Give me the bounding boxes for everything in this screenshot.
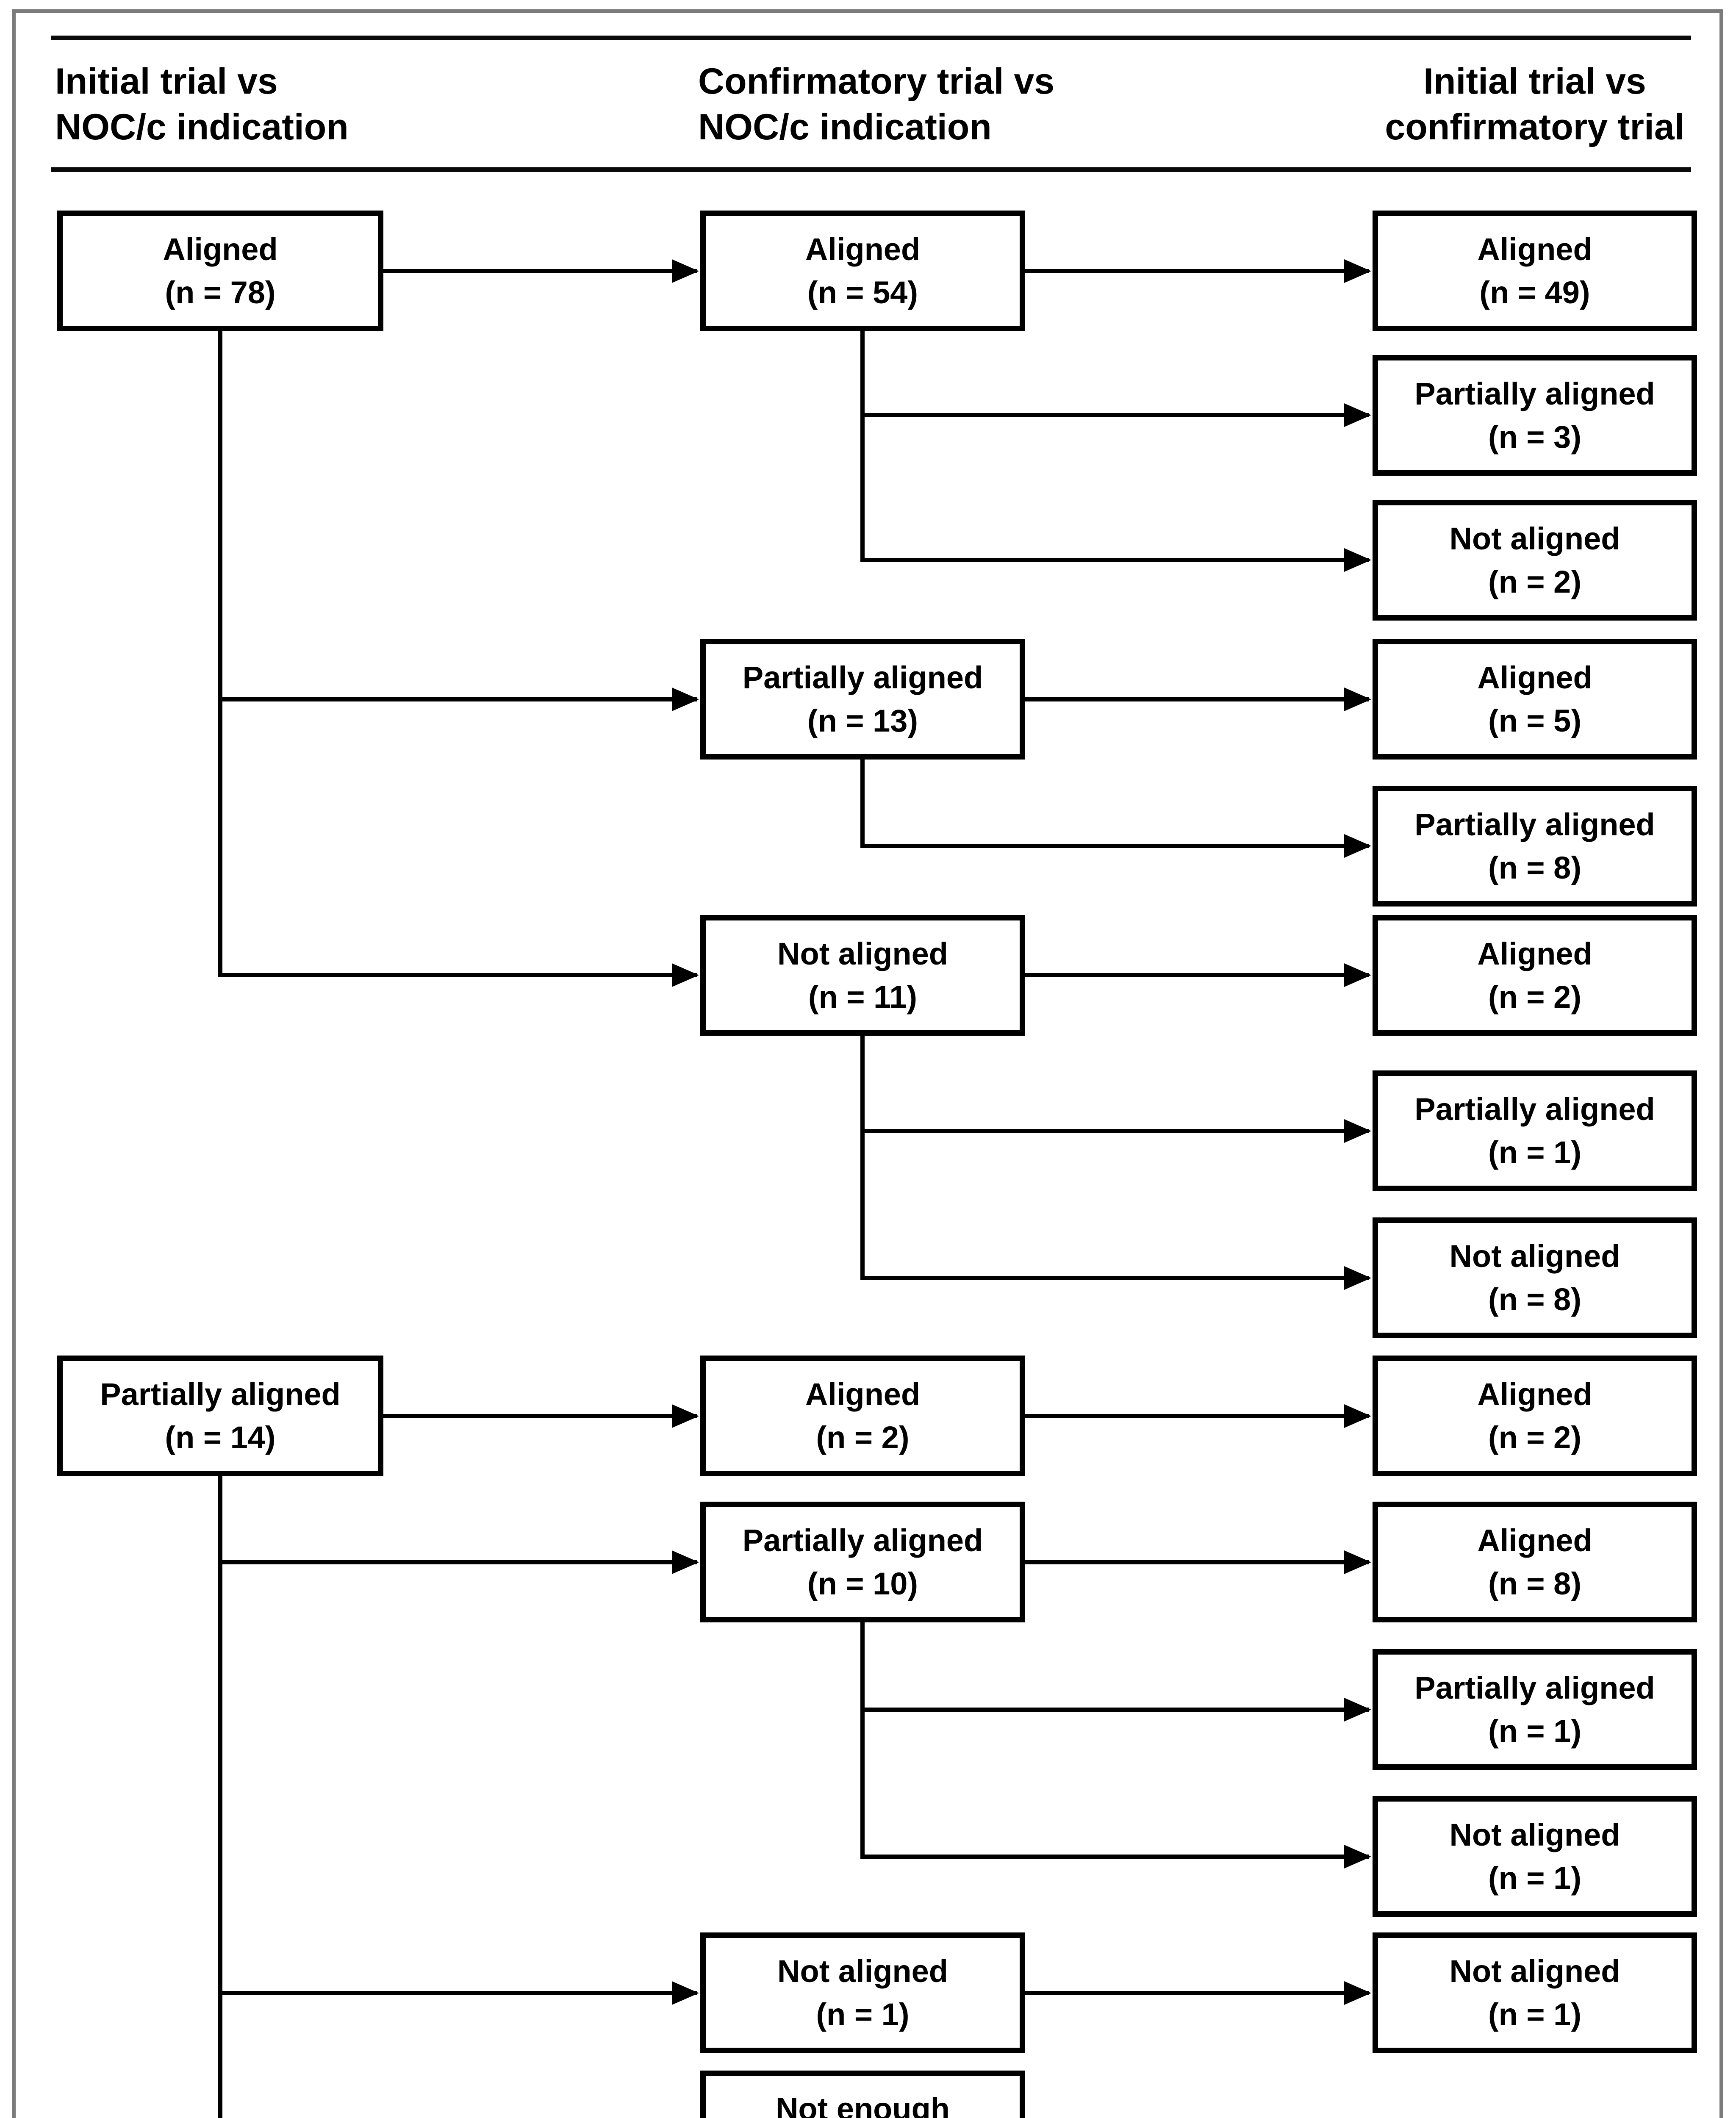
- node-count: (n = 14): [165, 1419, 276, 1455]
- node-label: Aligned: [1477, 1522, 1592, 1558]
- node-count: (n = 1): [1488, 1860, 1581, 1896]
- node-label: Aligned: [163, 231, 278, 267]
- node-compare-partially-aligned-3: Partially aligned (n = 3): [1373, 355, 1697, 476]
- node-count: (n = 78): [165, 274, 276, 310]
- column-header-initial-vs-noc: Initial trial vs NOC/c indication: [55, 58, 349, 150]
- node-confirmatory-aligned-54: Aligned (n = 54): [700, 211, 1025, 331]
- node-label: Not aligned: [1449, 1953, 1620, 1989]
- node-compare-not-aligned-1a: Not aligned (n = 1): [1373, 1796, 1697, 1917]
- header-line: Initial trial vs: [1423, 61, 1646, 102]
- node-compare-partially-aligned-1b: Partially aligned (n = 1): [1373, 1649, 1697, 1770]
- header-line: confirmatory trial: [1385, 107, 1685, 147]
- node-compare-not-aligned-2: Not aligned (n = 2): [1373, 500, 1697, 621]
- header-rule-top: [51, 36, 1691, 40]
- node-confirmatory-partially-aligned-13: Partially aligned (n = 13): [700, 639, 1025, 760]
- node-label: Aligned: [805, 231, 921, 267]
- node-count: (n = 13): [807, 703, 918, 738]
- node-count: (n = 2): [1488, 564, 1581, 599]
- node-compare-not-aligned-8: Not aligned (n = 8): [1373, 1217, 1697, 1338]
- node-count: (n = 5): [1488, 703, 1581, 738]
- node-count: (n = 2): [1488, 1419, 1581, 1455]
- node-confirmatory-not-aligned-1: Not aligned (n = 1): [700, 1932, 1025, 2053]
- node-count: (n = 2): [816, 1419, 910, 1455]
- node-initial-partially-aligned: Partially aligned (n = 14): [57, 1356, 383, 1476]
- node-count: (n = 54): [807, 274, 918, 310]
- page-border: [12, 9, 1723, 2118]
- node-label: Partially aligned: [742, 660, 983, 695]
- node-compare-partially-aligned-1a: Partially aligned (n = 1): [1373, 1070, 1697, 1191]
- node-count: (n = 8): [1488, 1566, 1581, 1601]
- node-count: (n = 10): [807, 1566, 918, 1601]
- node-count: (n = 11): [808, 979, 918, 1015]
- node-compare-not-aligned-1b: Not aligned (n = 1): [1373, 1932, 1697, 2053]
- node-compare-aligned-49: Aligned (n = 49): [1373, 211, 1697, 331]
- column-header-initial-vs-confirmatory: Initial trial vs confirmatory trial: [1373, 58, 1697, 150]
- node-label: Partially aligned: [1414, 376, 1655, 411]
- node-confirmatory-not-aligned-11: Not aligned (n = 11): [700, 915, 1025, 1036]
- header-line: Confirmatory trial vs: [698, 61, 1055, 102]
- node-label: Aligned: [1477, 1376, 1592, 1412]
- node-label: Not aligned: [1449, 521, 1620, 556]
- node-label: Partially aligned: [100, 1376, 341, 1412]
- node-count: (n = 8): [1488, 850, 1581, 885]
- node-confirmatory-aligned-2: Aligned (n = 2): [700, 1356, 1025, 1476]
- node-label: Not aligned: [777, 1953, 948, 1989]
- node-label: Partially aligned: [1414, 1091, 1655, 1127]
- node-count: (n = 3): [1488, 419, 1581, 455]
- header-rule-bottom: [51, 167, 1691, 172]
- node-count: (n = 1): [1488, 1713, 1581, 1749]
- node-label: Aligned: [1477, 660, 1592, 695]
- node-label: Partially aligned: [742, 1522, 983, 1558]
- node-count: (n = 8): [1488, 1281, 1581, 1317]
- node-compare-aligned-5: Aligned (n = 5): [1373, 639, 1697, 760]
- header-line: NOC/c indication: [698, 107, 992, 147]
- node-count: (n = 1): [816, 1996, 910, 2032]
- node-label: Not aligned: [1449, 1238, 1620, 1274]
- node-label: Aligned: [805, 1376, 921, 1412]
- node-label: Aligned: [1477, 231, 1592, 267]
- header-line: NOC/c indication: [55, 107, 349, 147]
- node-label: Aligned: [1477, 936, 1592, 971]
- node-confirmatory-partially-aligned-10: Partially aligned (n = 10): [700, 1502, 1025, 1622]
- node-label: Partially aligned: [1414, 807, 1655, 842]
- node-count: (n = 1): [1488, 1134, 1581, 1170]
- column-header-confirmatory-vs-noc: Confirmatory trial vs NOC/c indication: [698, 58, 1054, 150]
- node-label: Not enough information: [775, 2091, 950, 2118]
- node-count: (n = 1): [1488, 1996, 1581, 2032]
- node-initial-aligned: Aligned (n = 78): [57, 211, 383, 331]
- node-compare-aligned-2a: Aligned (n = 2): [1373, 915, 1697, 1036]
- node-label: Partially aligned: [1414, 1670, 1655, 1705]
- header-line: Initial trial vs: [55, 61, 278, 102]
- node-compare-partially-aligned-8: Partially aligned (n = 8): [1373, 786, 1697, 907]
- node-compare-aligned-8: Aligned (n = 8): [1373, 1502, 1697, 1622]
- node-compare-aligned-2b: Aligned (n = 2): [1373, 1356, 1697, 1476]
- node-count: (n = 2): [1488, 979, 1581, 1015]
- node-label: Not aligned: [777, 936, 948, 971]
- node-confirmatory-not-enough-information: Not enough information (n = 1): [700, 2071, 1025, 2118]
- node-count: (n = 49): [1479, 274, 1590, 310]
- node-label: Not aligned: [1449, 1817, 1620, 1852]
